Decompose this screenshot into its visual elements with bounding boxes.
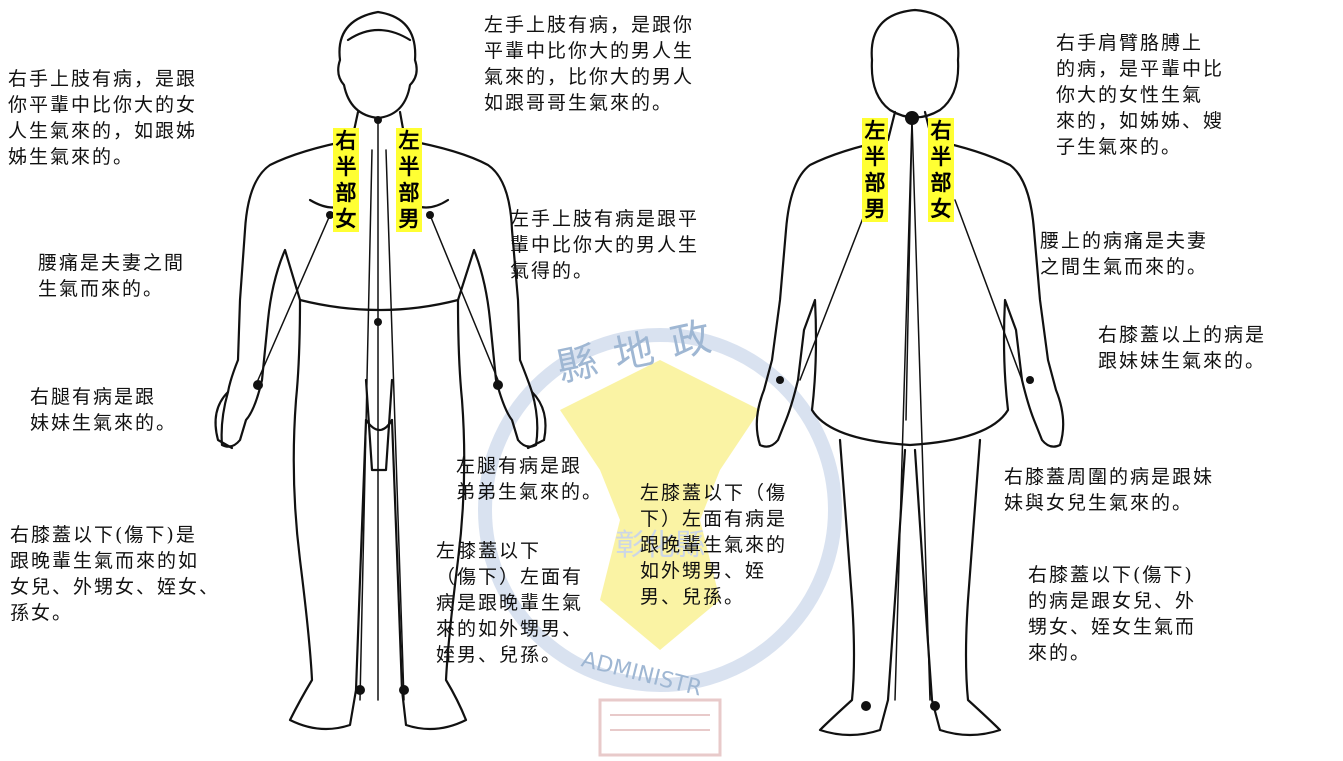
back-left-half-label: 左半部男 [862, 118, 888, 222]
note-front-right-below-knee: 右膝蓋以下(傷下)是 跟晚輩生氣而來的如 女兒、外甥女、姪女、 孫女。 [10, 522, 220, 626]
front-right-half-label: 右半部女 [333, 128, 359, 232]
note-front-left-below-knee-b: 左膝蓋以下 （傷下）左面有 病是跟晚輩生氣 來的如外甥男、 姪男、兒孫。 [436, 538, 583, 668]
note-front-left-upper-limb-mid: 左手上肢有病是跟平 輩中比你大的男人生 氣得的。 [510, 206, 699, 284]
note-back-right-shoulder: 右手肩臂胳膊上 的病，是平輩中比 你大的女性生氣 來的，如姊姊、嫂 子生氣來的。 [1056, 30, 1224, 160]
note-front-left-below-knee-a: 左膝蓋以下（傷 下）左面有病是 跟晚輩生氣來的 如外甥男、姪 男、兒孫。 [640, 480, 787, 610]
note-front-right-upper-limb: 右手上肢有病，是跟 你平輩中比你大的女 人生氣來的，如跟姊 姊生氣來的。 [8, 66, 197, 170]
note-back-waist: 腰上的病痛是夫妻 之間生氣而來的。 [1040, 228, 1208, 280]
note-back-right-above-knee: 右膝蓋以上的病是 跟妹妹生氣來的。 [1098, 322, 1266, 374]
note-front-left-leg: 左腿有病是跟 弟弟生氣來的。 [456, 453, 603, 505]
back-right-half-label: 右半部女 [928, 118, 954, 222]
note-front-left-upper-limb-top: 左手上肢有病，是跟你 平輩中比你大的男人生 氣來的，比你大的男人 如跟哥哥生氣來… [484, 12, 694, 116]
front-left-half-label: 左半部男 [396, 128, 422, 232]
note-back-right-below-knee: 右膝蓋以下(傷下) 的病是跟女兒、外 甥女、姪女生氣而 來的。 [1028, 562, 1196, 666]
note-front-right-leg: 右腿有病是跟 妹妹生氣來的。 [30, 384, 177, 436]
note-back-right-around-knee: 右膝蓋周圍的病是跟妹 妹與女兒生氣來的。 [1004, 464, 1214, 516]
note-front-waist: 腰痛是夫妻之間 生氣而來的。 [38, 250, 185, 302]
